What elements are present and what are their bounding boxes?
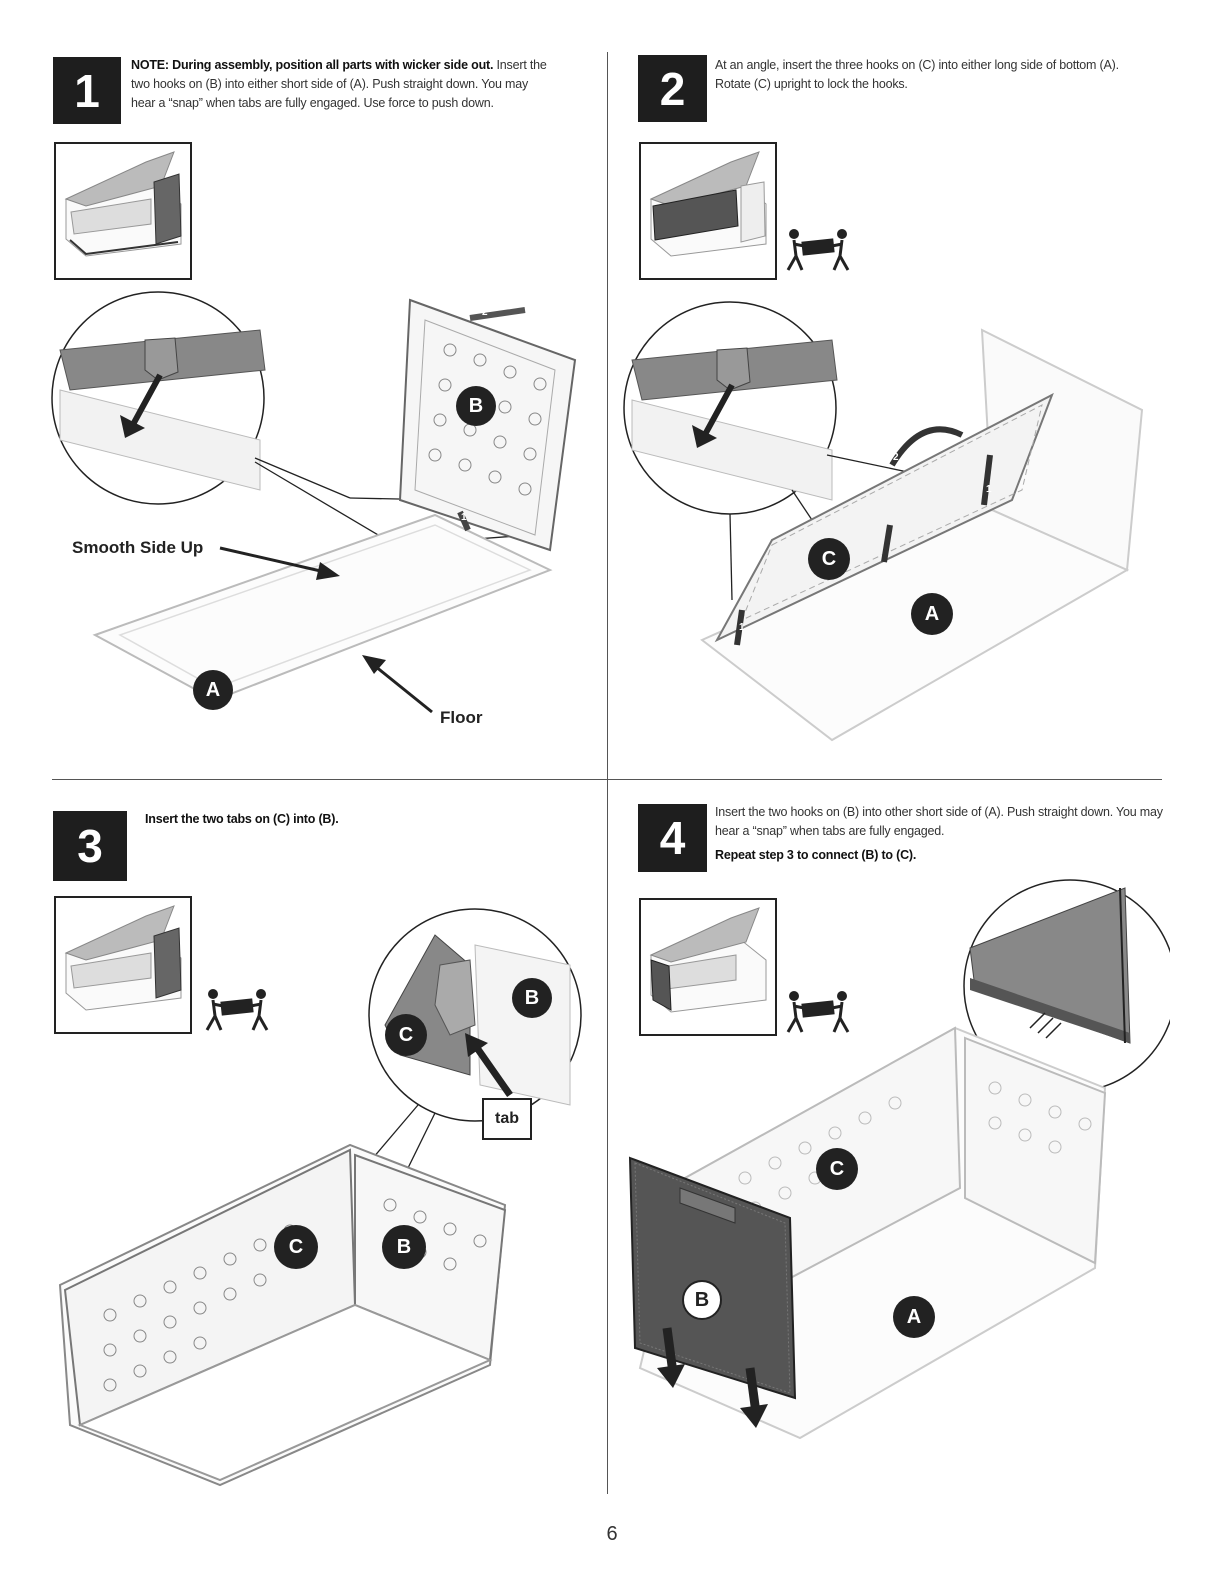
step-4-instructions: Insert the two hooks on (B) into other s… <box>715 803 1165 865</box>
step-2-instructions: At an angle, insert the three hooks on (… <box>715 58 1119 91</box>
step-4-thumbnail <box>639 898 777 1036</box>
step-3-text: Insert the two tabs on (C) into (B). <box>145 812 339 826</box>
step-1-text: Insert the two hooks on (B) into either … <box>131 58 547 110</box>
smooth-side-up-label: Smooth Side Up <box>72 538 204 557</box>
floor-label: Floor <box>440 708 483 727</box>
step-4-illustration <box>625 878 1177 1473</box>
step-3-part-b-badge: B <box>382 1225 426 1269</box>
vertical-divider <box>607 52 608 1494</box>
step-3-illustration <box>50 905 590 1500</box>
two-person-lift-icon <box>786 990 850 1039</box>
step-2-thumbnail <box>639 142 777 280</box>
step-2-arrow-1a-label: 1 <box>986 484 992 495</box>
step-2-part-c-badge: C <box>808 538 850 580</box>
step-3-instructions: Insert the two tabs on (C) into (B). <box>145 810 565 829</box>
step-1-thumbnail <box>54 142 192 280</box>
step-1-arrow-2-label: 2 <box>482 307 488 318</box>
tab-callout: tab <box>482 1098 532 1140</box>
step-2-arrow-2-label: 2 <box>893 452 899 463</box>
step-2-part-a-badge: A <box>911 593 953 635</box>
step-4-text: Insert the two hooks on (B) into other s… <box>715 805 1163 838</box>
step-1-illustration <box>50 290 590 735</box>
step-3-thumbnail <box>54 896 192 1034</box>
step-3-zoom-part-c-badge: C <box>385 1014 427 1056</box>
step-3-zoom-part-b-badge: B <box>512 978 552 1018</box>
two-person-lift-icon <box>205 988 269 1037</box>
page-number: 6 <box>606 1523 618 1545</box>
step-4-number: 4 <box>638 804 707 872</box>
box-thumbnail-icon <box>64 151 182 257</box>
step-4-repeat-note: Repeat step 3 to connect (B) to (C). <box>715 848 917 862</box>
box-thumbnail-icon <box>649 907 767 1013</box>
step-4-part-a-badge: A <box>893 1296 935 1338</box>
step-1-instructions: NOTE: During assembly, position all part… <box>131 56 551 113</box>
step-1-number: 1 <box>53 57 121 124</box>
step-4-part-b-badge: B <box>682 1280 722 1320</box>
step-3-part-c-badge: C <box>274 1225 318 1269</box>
two-person-lift-icon <box>786 228 850 277</box>
step-3-number: 3 <box>53 811 127 881</box>
step-2-number: 2 <box>638 55 707 122</box>
box-thumbnail-icon <box>649 151 767 257</box>
step-4-part-c-badge: C <box>816 1148 858 1190</box>
step-2-illustration <box>622 300 1162 750</box>
box-thumbnail-icon <box>64 905 182 1011</box>
step-1-arrow-1-label: 1 <box>461 512 467 523</box>
horizontal-divider <box>52 779 1162 780</box>
step-1-part-a-badge: A <box>193 670 233 710</box>
step-1-note: NOTE: During assembly, position all part… <box>131 58 494 72</box>
step-1-part-b-badge: B <box>456 386 496 426</box>
step-2-arrow-1b-label: 1 <box>739 622 745 633</box>
